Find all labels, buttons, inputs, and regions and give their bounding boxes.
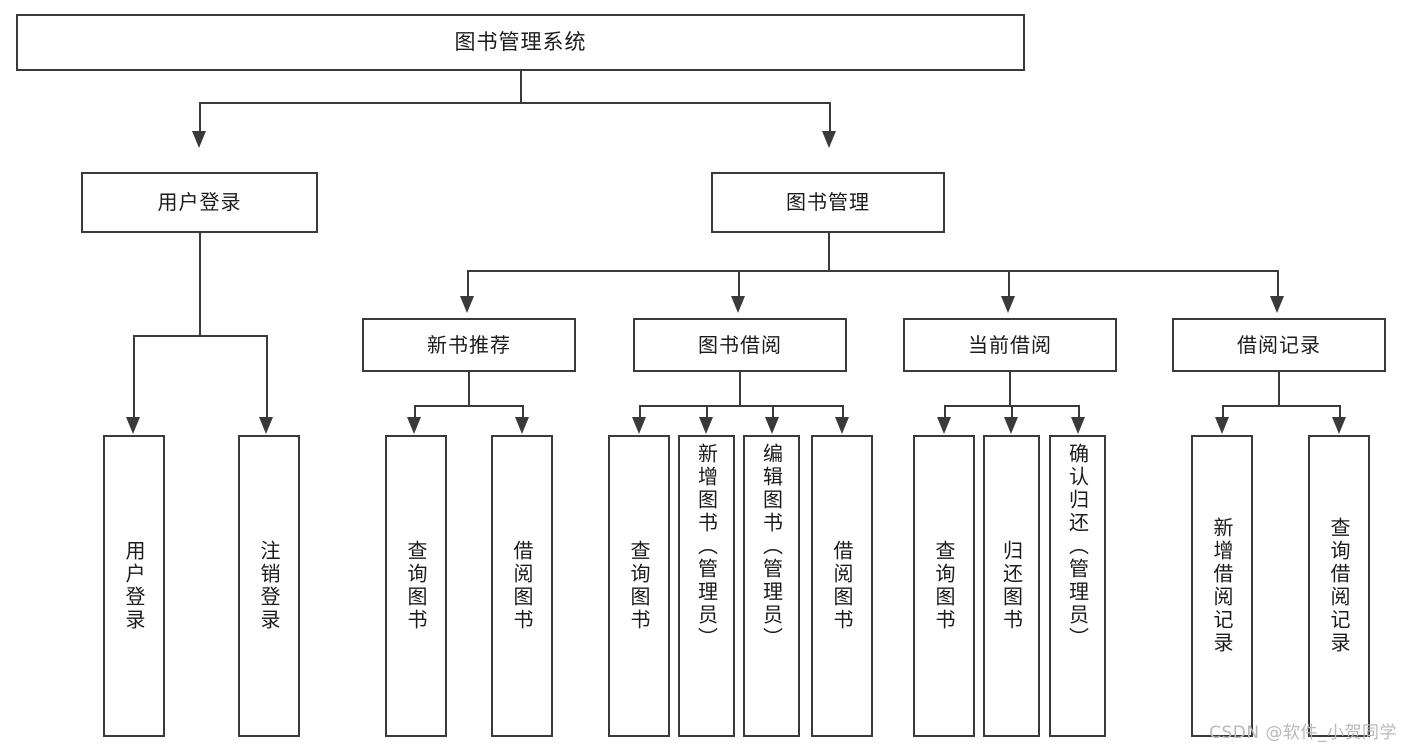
leaf-label: 查询图书	[932, 540, 956, 632]
node-borrow-record[interactable]: 借阅记录	[1172, 318, 1386, 372]
leaf-label: 新增借阅记录	[1210, 517, 1234, 655]
node-label: 新书推荐	[427, 332, 511, 357]
connector-br-leaf2-drop	[1339, 405, 1341, 418]
connector-level3-drop-2	[738, 270, 740, 297]
connector-bb-leaf3-drop	[772, 405, 774, 418]
leaf-cb-confirm-return-admin[interactable]: 确认归还（管理员）	[1049, 435, 1106, 737]
connector-cb-leaf1-drop	[944, 405, 946, 418]
leaf-label: 编辑图书（管理员）	[759, 443, 784, 650]
connector-level3-drop-3	[1008, 270, 1010, 297]
connector-new-book-recommend-bar	[414, 405, 522, 407]
leaf-label: 归还图书	[999, 540, 1024, 632]
connector-cb-leaf3-drop	[1078, 405, 1080, 418]
connector-level2-left-drop	[199, 102, 201, 132]
connector-level3-bar	[467, 270, 1277, 272]
connector-book-management-stem	[828, 233, 830, 270]
leaf-br-query-record[interactable]: 查询借阅记录	[1308, 435, 1370, 737]
node-user-login[interactable]: 用户登录	[81, 172, 318, 233]
connector-bb-leaf1-drop	[639, 405, 641, 418]
arrowhead-cb-leaf3	[1071, 417, 1085, 434]
arrowhead-current-borrow	[1001, 296, 1015, 313]
connector-level3-drop-1	[467, 270, 469, 297]
arrowhead-new-book-recommend	[460, 296, 474, 313]
leaf-label: 用户登录	[122, 540, 146, 632]
node-current-borrow[interactable]: 当前借阅	[903, 318, 1117, 372]
connector-root-stem	[520, 71, 522, 102]
arrowhead-bb-leaf1	[632, 417, 646, 434]
node-book-management[interactable]: 图书管理	[711, 172, 945, 233]
arrowhead-user-login-leaf2	[259, 417, 273, 434]
connector-br-leaf1-drop	[1222, 405, 1224, 418]
node-label: 用户登录	[157, 190, 242, 214]
node-label: 图书管理系统	[454, 30, 587, 55]
connector-cb-leaf2-drop	[1011, 405, 1013, 418]
leaf-br-add-record[interactable]: 新增借阅记录	[1191, 435, 1253, 737]
connector-user-login-bar	[133, 335, 266, 337]
connector-level3-drop-4	[1277, 270, 1279, 297]
connector-user-login-leaf1-drop	[133, 335, 135, 418]
connector-new-book-recommend-stem	[468, 372, 470, 405]
leaf-user-login-logout[interactable]: 注销登录	[238, 435, 300, 737]
leaf-cb-return-book[interactable]: 归还图书	[983, 435, 1040, 737]
connector-borrow-record-stem	[1278, 372, 1280, 405]
arrowhead-br-leaf2	[1332, 417, 1346, 434]
node-label: 图书管理	[786, 190, 870, 214]
node-label: 当前借阅	[968, 332, 1052, 357]
arrowhead-user-login-leaf1	[126, 417, 140, 434]
connector-nbr-leaf2-drop	[522, 405, 524, 418]
arrowhead-br-leaf1	[1215, 417, 1229, 434]
node-root-book-management-system[interactable]: 图书管理系统	[16, 14, 1025, 71]
leaf-bb-query-book[interactable]: 查询图书	[608, 435, 670, 737]
connector-level2-right-drop	[829, 102, 831, 132]
connector-current-borrow-stem	[1009, 372, 1011, 405]
arrowhead-book-borrow	[731, 296, 745, 313]
connector-borrow-record-bar	[1222, 405, 1339, 407]
arrowhead-user-login	[192, 131, 206, 148]
connector-bb-leaf2-drop	[706, 405, 708, 418]
leaf-label: 注销登录	[257, 540, 281, 632]
leaf-label: 查询借阅记录	[1327, 517, 1351, 655]
leaf-label: 新增图书（管理员）	[694, 443, 719, 650]
arrowhead-bb-leaf2	[699, 417, 713, 434]
node-label: 图书借阅	[698, 332, 782, 357]
leaf-label: 确认归还（管理员）	[1065, 443, 1090, 650]
arrowhead-book-management	[822, 131, 836, 148]
arrowhead-nbr-leaf1	[407, 417, 421, 434]
leaf-nbr-query-book[interactable]: 查询图书	[385, 435, 447, 737]
leaf-label: 查询图书	[404, 540, 428, 632]
connector-book-borrow-bar	[639, 405, 842, 407]
connector-user-login-stem	[199, 233, 201, 335]
connector-nbr-leaf1-drop	[414, 405, 416, 418]
leaf-cb-query-book[interactable]: 查询图书	[913, 435, 975, 737]
arrowhead-borrow-record	[1270, 296, 1284, 313]
arrowhead-cb-leaf1	[937, 417, 951, 434]
connector-book-borrow-stem	[739, 372, 741, 405]
node-new-book-recommend[interactable]: 新书推荐	[362, 318, 576, 372]
leaf-label: 借阅图书	[830, 540, 854, 632]
connector-user-login-leaf2-drop	[266, 335, 268, 418]
arrowhead-bb-leaf3	[765, 417, 779, 434]
leaf-bb-borrow-book[interactable]: 借阅图书	[811, 435, 873, 737]
leaf-bb-add-book-admin[interactable]: 新增图书（管理员）	[678, 435, 735, 737]
leaf-user-login-login[interactable]: 用户登录	[103, 435, 165, 737]
node-book-borrow[interactable]: 图书借阅	[633, 318, 847, 372]
arrowhead-nbr-leaf2	[515, 417, 529, 434]
leaf-label: 借阅图书	[510, 540, 534, 632]
node-label: 借阅记录	[1237, 332, 1321, 357]
leaf-nbr-borrow-book[interactable]: 借阅图书	[491, 435, 553, 737]
leaf-bb-edit-book-admin[interactable]: 编辑图书（管理员）	[743, 435, 800, 737]
leaf-label: 查询图书	[627, 540, 651, 632]
arrowhead-bb-leaf4	[835, 417, 849, 434]
arrowhead-cb-leaf2	[1004, 417, 1018, 434]
connector-level2-bar	[199, 102, 829, 104]
connector-bb-leaf4-drop	[842, 405, 844, 418]
